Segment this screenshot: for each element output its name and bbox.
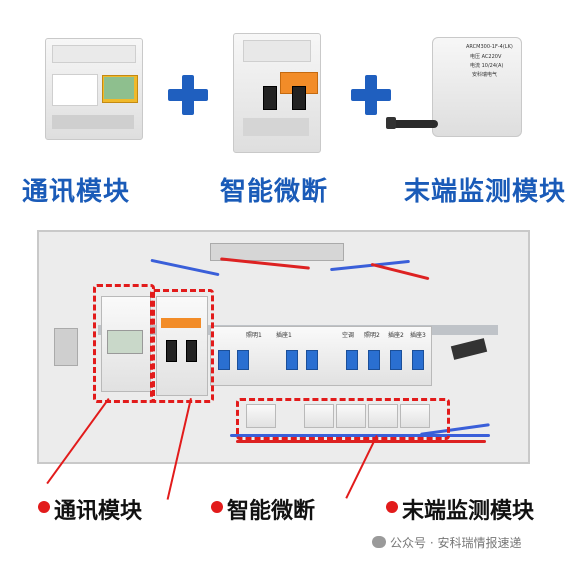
device-text-line: ARCM300-1F-4(LK) bbox=[466, 44, 513, 50]
smart-breaker-highlight bbox=[150, 289, 214, 403]
callout-dot bbox=[38, 501, 50, 513]
watermark: 公众号 · 安科瑞情报速递 bbox=[372, 534, 521, 551]
device-text-line: 电压 AC220V bbox=[470, 54, 502, 60]
wechat-icon bbox=[372, 536, 386, 548]
terminal-module-highlight bbox=[236, 398, 450, 440]
smart-breaker-label: 智能微断 bbox=[227, 499, 316, 524]
callout-dot bbox=[211, 501, 223, 513]
breaker-tag: 插座3 bbox=[410, 332, 426, 339]
breaker-tag: 照明1 bbox=[246, 332, 262, 339]
terminal-module-title: 末端监测模块 bbox=[404, 177, 567, 207]
comm-module-title: 通讯模块 bbox=[22, 177, 131, 207]
callout-dot bbox=[386, 501, 398, 513]
breaker-tag: 照明2 bbox=[364, 332, 380, 339]
breaker-tag: 插座2 bbox=[388, 332, 404, 339]
smart-breaker-title: 智能微断 bbox=[220, 177, 329, 207]
breaker-tag: 空调 bbox=[342, 332, 355, 339]
plus-icon bbox=[349, 73, 393, 117]
comm-module-label: 通讯模块 bbox=[54, 499, 143, 524]
terminal-module-label: 末端监测模块 bbox=[402, 499, 535, 524]
watermark-text: 公众号 · 安科瑞情报速递 bbox=[390, 536, 522, 550]
terminal-block bbox=[210, 243, 344, 261]
device-text-line: 电流 10/24(A) bbox=[470, 63, 504, 69]
breaker-tag: 插座1 bbox=[276, 332, 292, 339]
plus-icon bbox=[166, 73, 210, 117]
comm-module-highlight bbox=[93, 284, 155, 403]
device-text-line: 安科瑞电气 bbox=[472, 72, 498, 78]
cabinet-smart-breaker bbox=[156, 296, 208, 396]
